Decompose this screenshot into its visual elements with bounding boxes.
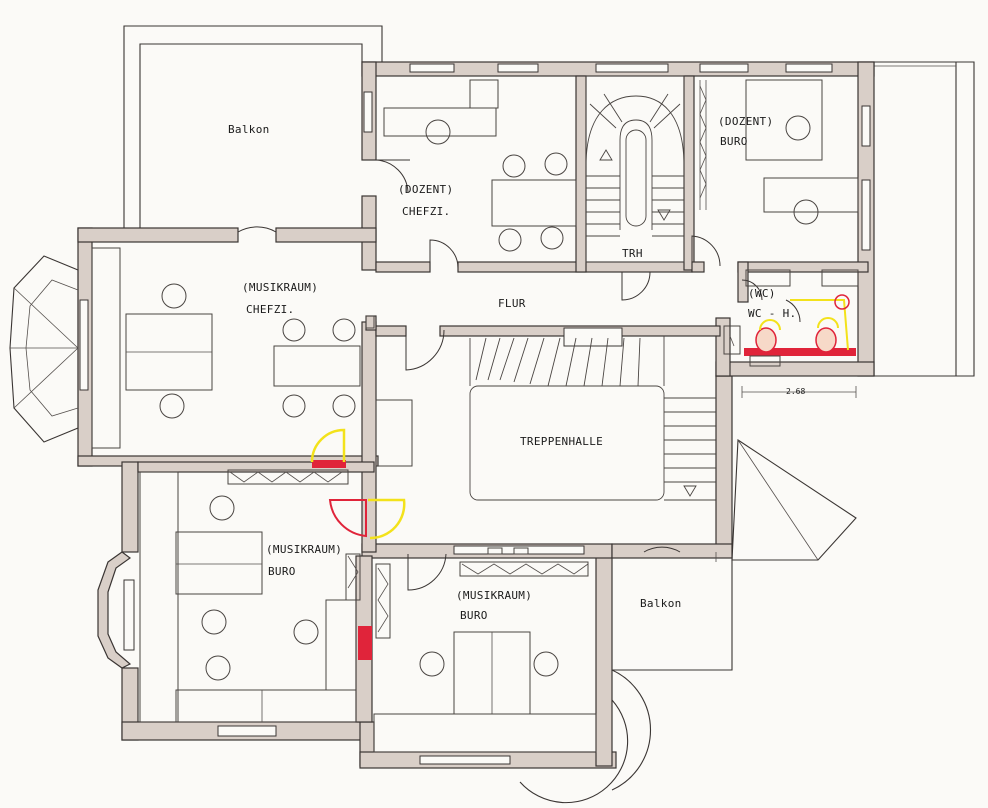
label-musikraum-chefzi-2: CHEFZI.: [246, 303, 295, 316]
label-wc-1: (WC): [748, 287, 776, 300]
label-flur: FLUR: [498, 297, 526, 310]
bay-window-lower-left: [97, 551, 132, 669]
label-musikraum-buro-bottom-1: (MUSIKRAUM): [456, 589, 533, 602]
label-balkon-top: Balkon: [228, 123, 270, 136]
label-dozent-buro-2: BURO: [720, 135, 748, 148]
furniture: [91, 79, 859, 753]
label-dozent-chefzi-1: (DOZENT): [398, 183, 454, 196]
stair-trh: [585, 75, 685, 263]
bay-window-left: [9, 255, 79, 443]
dimension-label: 2.68: [786, 387, 806, 396]
label-balkon-bottom: Balkon: [640, 597, 682, 610]
balcony-bottom-outline: [519, 557, 733, 804]
label-trh: TRH: [622, 247, 643, 260]
label-treppenhalle: TREPPENHALLE: [520, 435, 604, 448]
stair-treppenhalle: [469, 336, 716, 501]
triangle-balcony: [731, 386, 857, 561]
balcony-top-left-outline: [123, 25, 383, 228]
windows: [79, 63, 871, 765]
label-musikraum-buro-left-2: BURO: [268, 565, 296, 578]
label-musikraum-buro-left-1: (MUSIKRAUM): [266, 543, 343, 556]
wc-fixtures: [723, 269, 859, 367]
misc-lines: [365, 261, 717, 562]
label-musikraum-chefzi-1: (MUSIKRAUM): [242, 281, 319, 294]
interior-walls: [137, 75, 869, 723]
label-wc-2: WC - H.: [748, 307, 797, 320]
highlight-marks: [310, 294, 856, 660]
balcony-right-outline: [874, 61, 975, 377]
label-musikraum-buro-bottom-2: BURO: [460, 609, 488, 622]
label-dozent-chefzi-2: CHEFZI.: [402, 205, 451, 218]
doors: [237, 159, 801, 591]
label-dozent-buro-1: (DOZENT): [718, 115, 774, 128]
exterior-walls: [77, 61, 875, 769]
